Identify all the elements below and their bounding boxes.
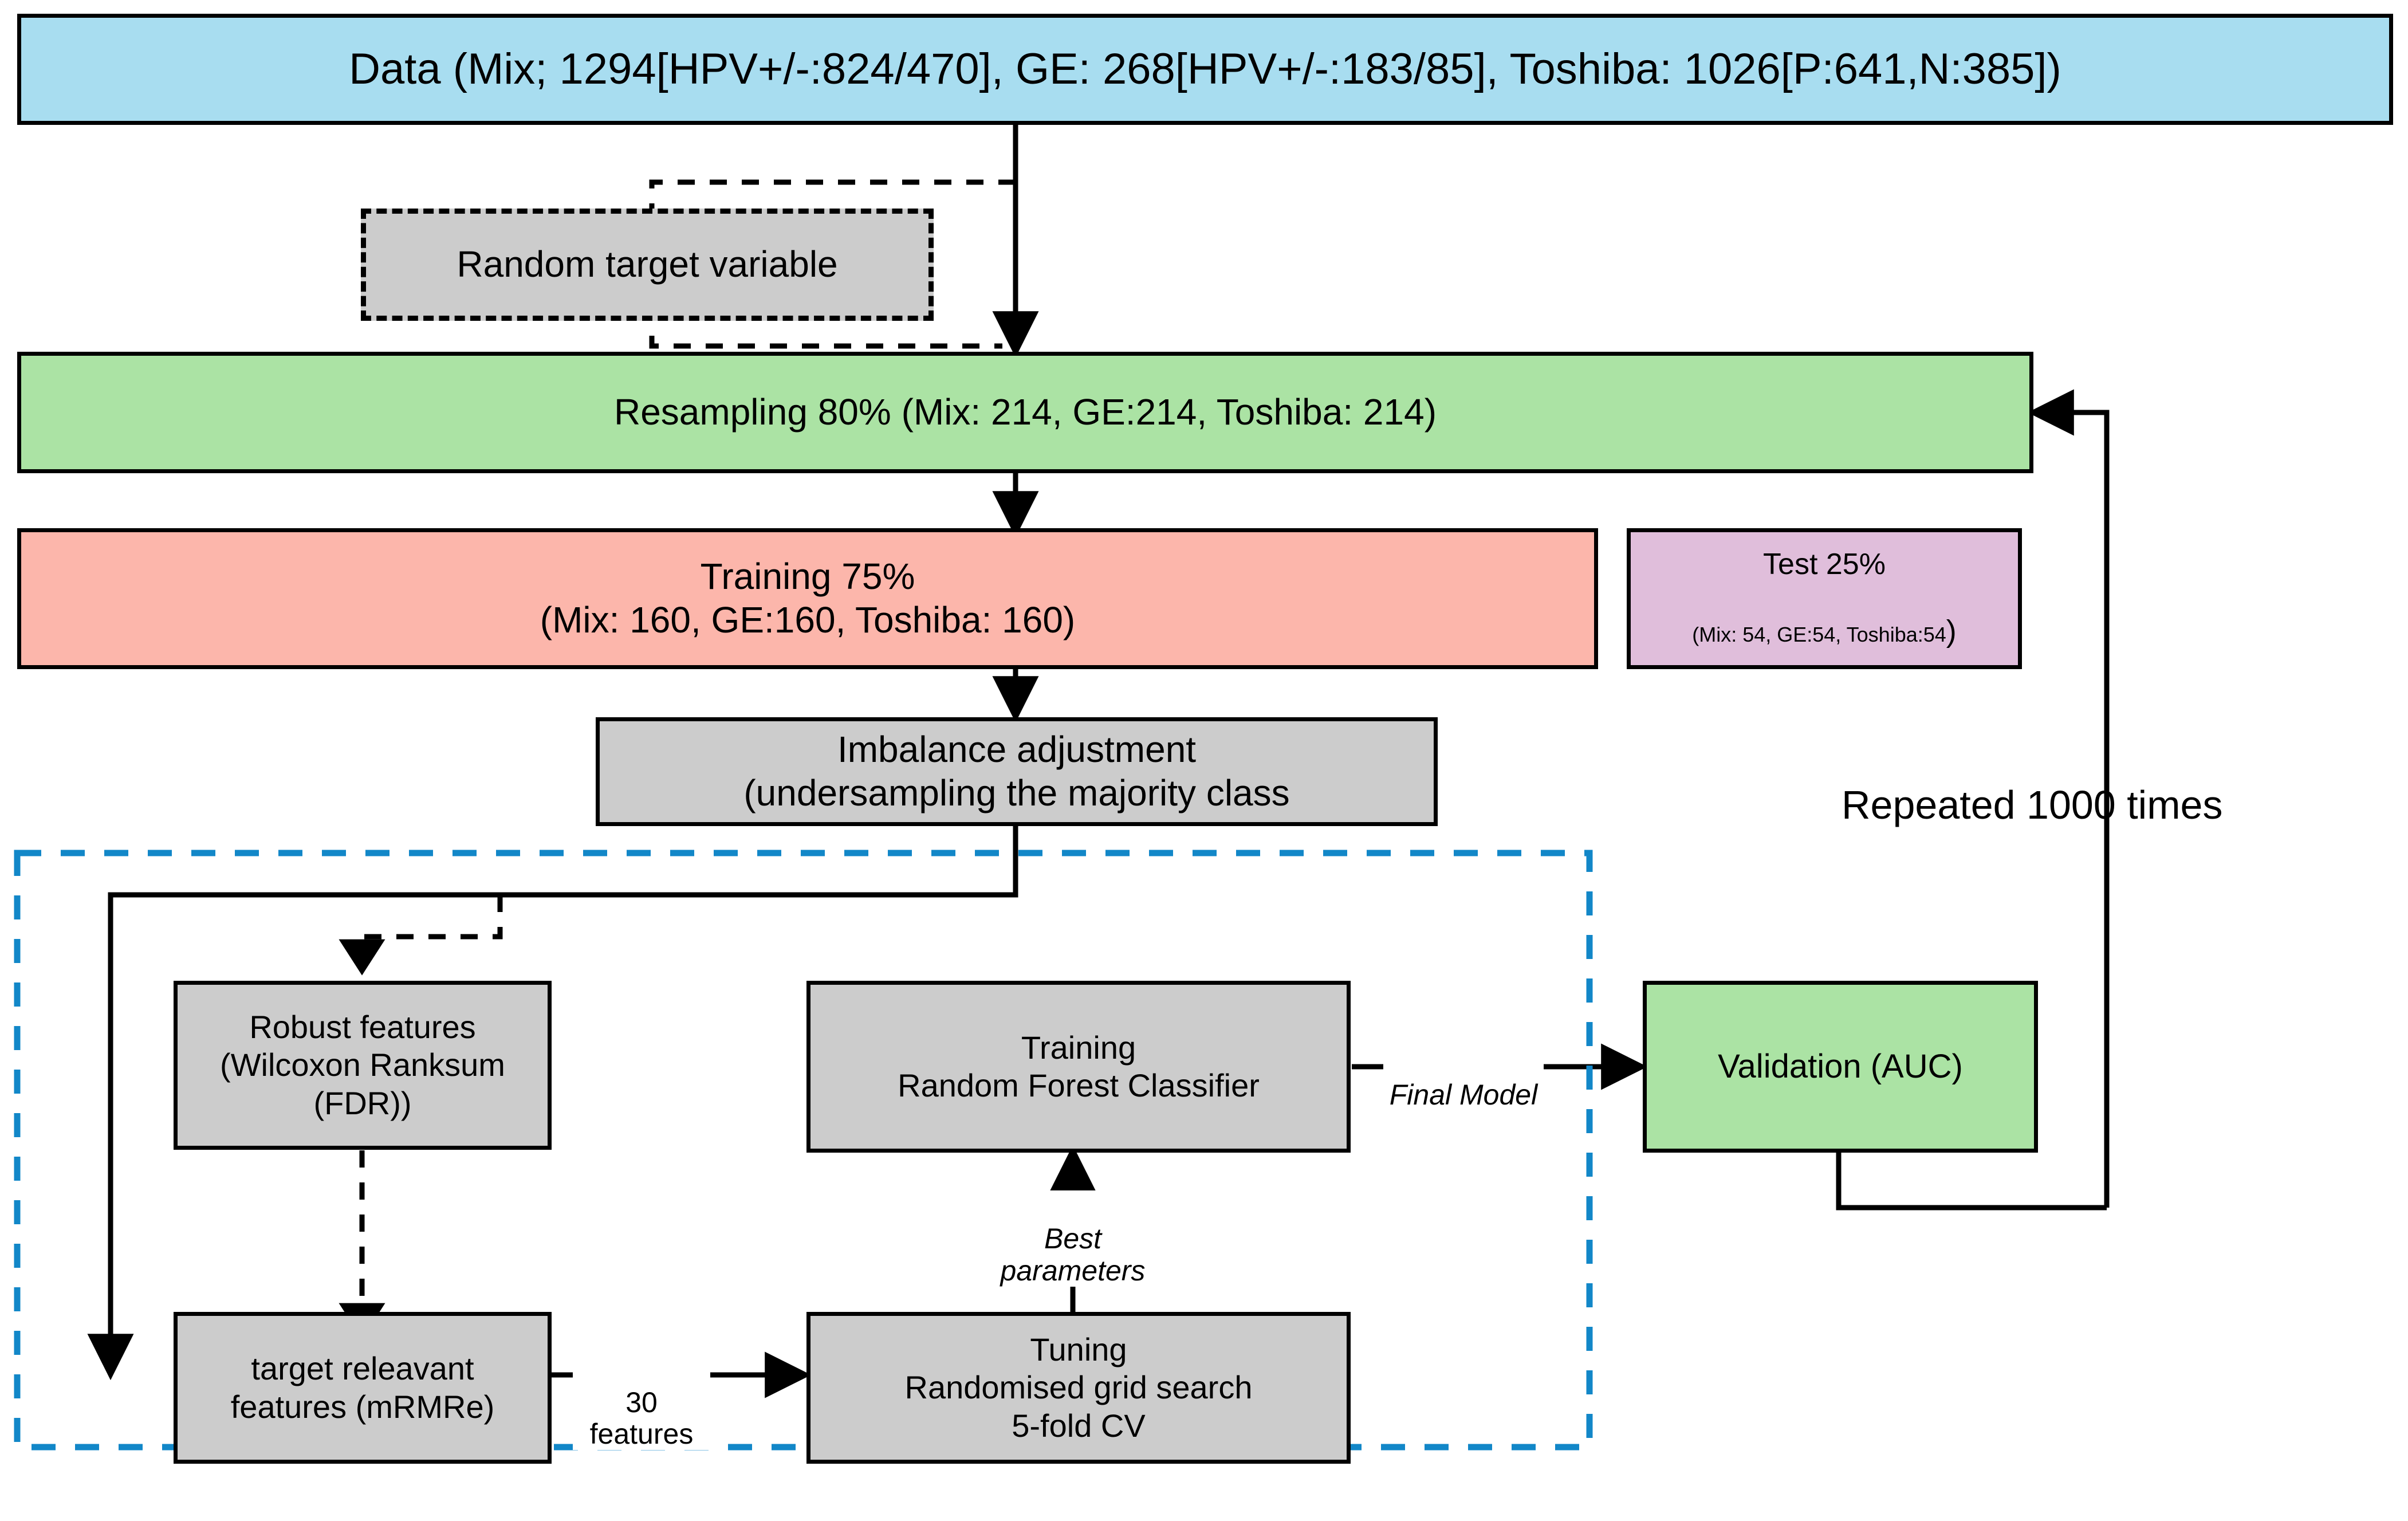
node-robust-features-label: Robust features (Wilcoxon Ranksum (FDR)) (220, 1009, 505, 1121)
node-imbalance-adjustment[interactable]: Imbalance adjustment (undersampling the … (596, 717, 1438, 826)
node-resampling[interactable]: Resampling 80% (Mix: 214, GE:214, Toshib… (17, 352, 2033, 473)
node-robust-features[interactable]: Robust features (Wilcoxon Ranksum (FDR)) (174, 981, 552, 1150)
node-validation[interactable]: Validation (AUC) (1643, 981, 2038, 1153)
node-random-target-label: Random target variable (457, 243, 838, 285)
node-target-relevant-features[interactable]: target releavant features (mRMRe) (174, 1312, 552, 1464)
edge-label-best-parameters-text: Best parameters (1000, 1223, 1146, 1287)
edge-imbalance-out (87, 826, 1018, 1381)
node-target-relevant-label: target releavant features (mRMRe) (230, 1350, 495, 1425)
edge-label-repeated: Repeated 1000 times (1842, 739, 2334, 827)
edge-label-final-model: Final Model (1383, 1048, 1544, 1111)
node-test-split[interactable]: Test 25% (Mix: 54, GE:54, Toshiba:54) (1627, 528, 2022, 669)
node-training-split[interactable]: Training 75% (Mix: 160, GE:160, Toshiba:… (17, 528, 1598, 669)
edge-label-best-parameters: Best parameters (970, 1190, 1176, 1287)
edge-validation-loop (1836, 1151, 2107, 1210)
node-imbalance-label: Imbalance adjustment (undersampling the … (743, 729, 1290, 813)
node-rf-training-label: Training Random Forest Classifier (898, 1029, 1260, 1103)
edge-label-final-model-text: Final Model (1389, 1079, 1538, 1111)
node-data-box[interactable]: Data (Mix; 1294[HPV+/-:824/470], GE: 268… (17, 14, 2393, 125)
node-validation-label: Validation (AUC) (1718, 1047, 1963, 1085)
edge-imbalance-to-robust (339, 895, 503, 976)
node-rf-training[interactable]: Training Random Forest Classifier (806, 981, 1351, 1153)
node-random-target-variable[interactable]: Random target variable (361, 209, 934, 321)
node-test-split-counts: (Mix: 54, GE:54, Toshiba:54) (1692, 589, 1957, 650)
node-tuning[interactable]: Tuning Randomised grid search 5-fold CV (806, 1312, 1351, 1464)
edge-label-30-features-text: 30 features (589, 1386, 694, 1450)
node-resampling-label: Resampling 80% (Mix: 214, GE:214, Toshib… (613, 391, 1437, 433)
node-training-split-label: Training 75% (Mix: 160, GE:160, Toshiba:… (540, 556, 1076, 640)
node-test-split-counts-text: (Mix: 54, GE:54, Toshiba:54 (1692, 623, 1946, 647)
cv-loop-container (14, 850, 1593, 1451)
edge-label-30-features: 30 features (573, 1355, 710, 1450)
node-test-split-title: Test 25% (1763, 548, 1886, 581)
node-test-split-paren: ) (1946, 614, 1957, 649)
edge-label-repeated-text: Repeated 1000 times (1842, 783, 2223, 827)
node-data-label: Data (Mix; 1294[HPV+/-:824/470], GE: 268… (349, 45, 2061, 94)
node-tuning-label: Tuning Randomised grid search 5-fold CV (904, 1331, 1253, 1444)
edge-repeat-loop (2027, 389, 2110, 1208)
